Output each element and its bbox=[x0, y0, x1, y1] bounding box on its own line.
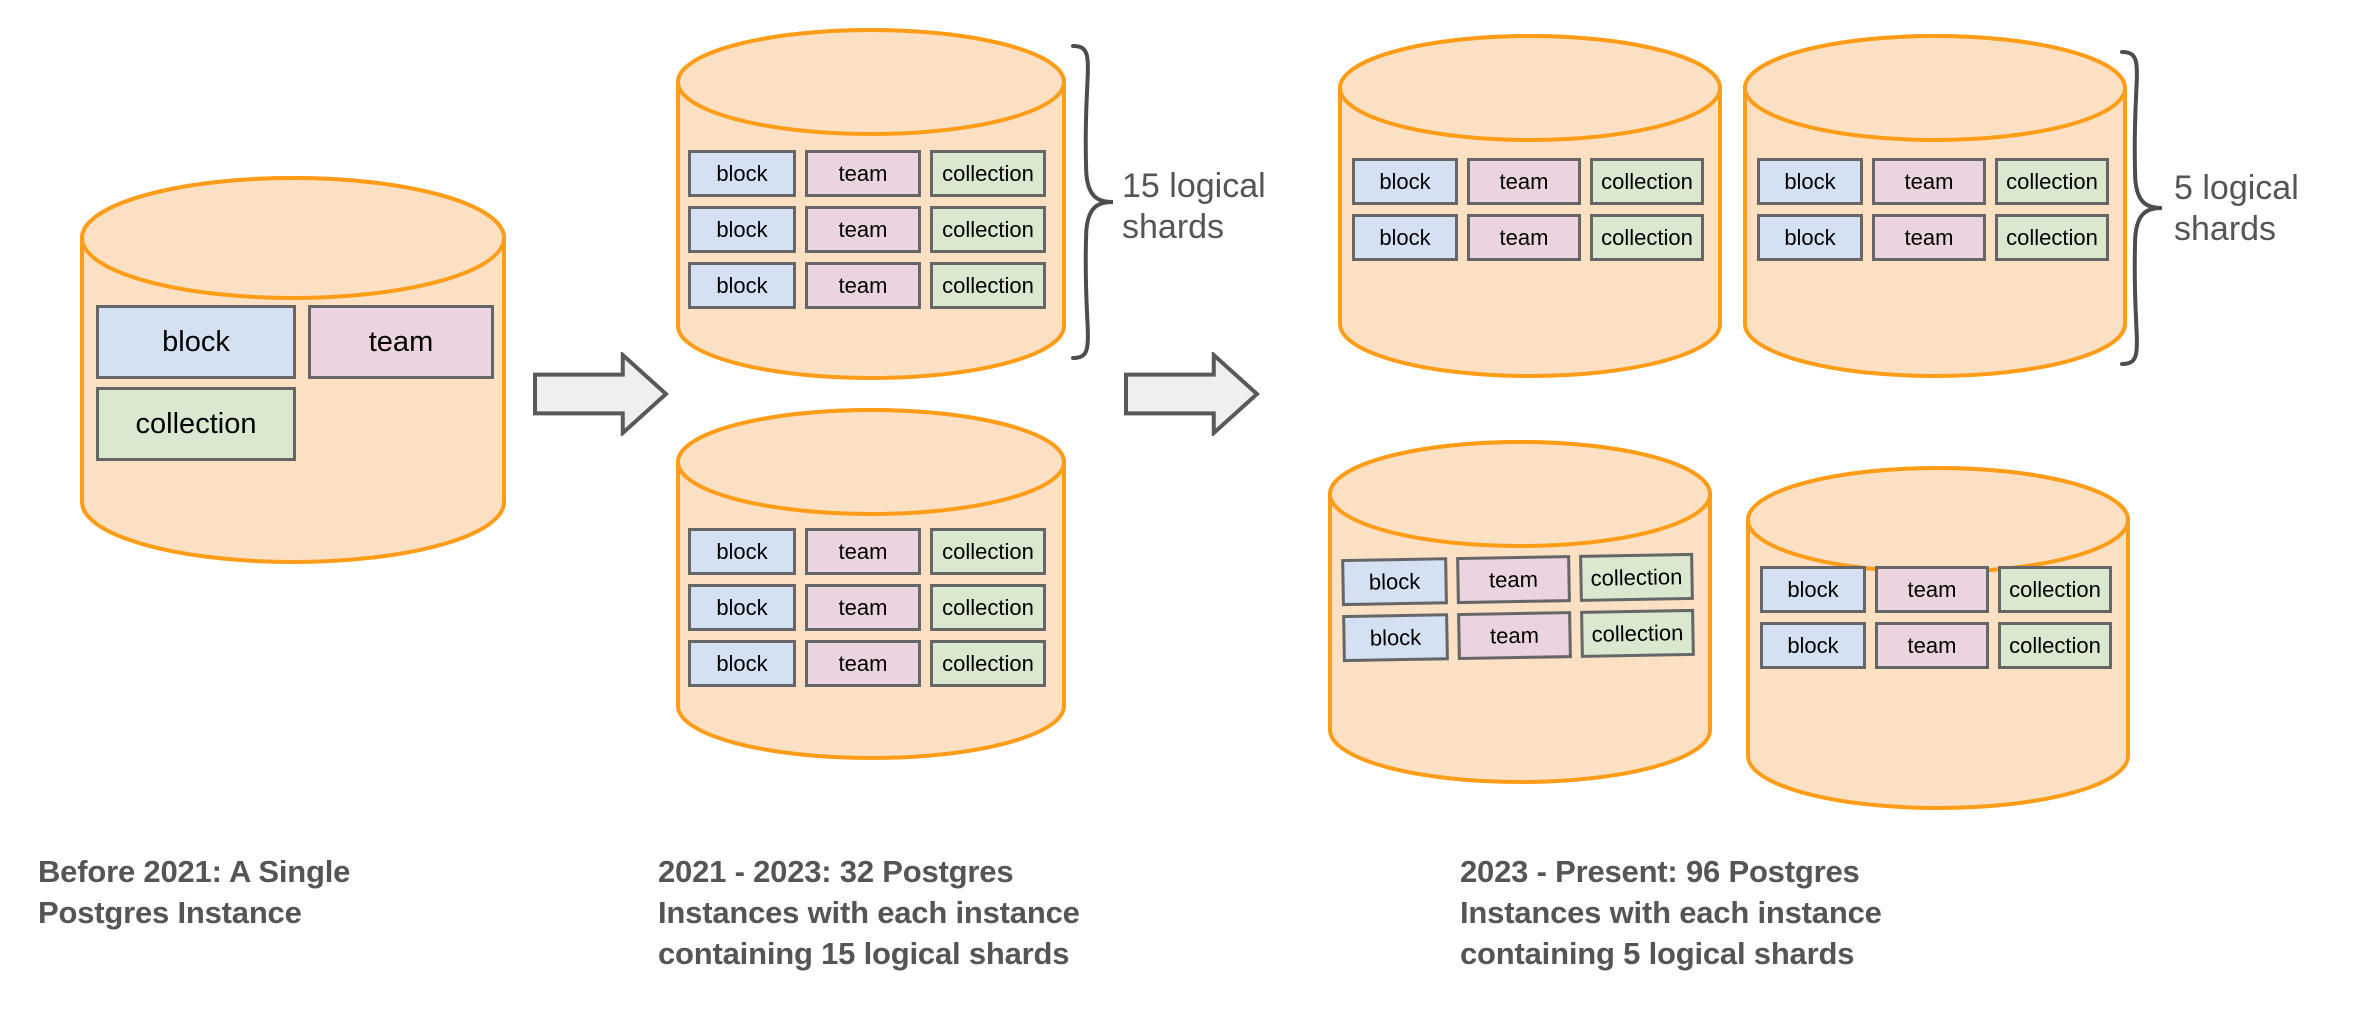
brace-label-5-shards-line-1: 5 logical bbox=[2174, 169, 2299, 207]
brace-label-15-shards-line-2: shards bbox=[1122, 208, 1225, 247]
shard-team[interactable]: team bbox=[805, 150, 921, 197]
shard-block[interactable]: block bbox=[1760, 566, 1866, 613]
shard-collection[interactable]: collection bbox=[930, 584, 1046, 631]
shard-team[interactable]: team bbox=[1467, 158, 1581, 205]
shard-team[interactable]: team bbox=[308, 305, 494, 379]
shard-block[interactable]: block bbox=[688, 262, 796, 309]
arrow-2 bbox=[1124, 350, 1260, 438]
shard-team[interactable]: team bbox=[1872, 158, 1986, 205]
shard-block[interactable]: block bbox=[1760, 622, 1866, 669]
shard-collection[interactable]: collection bbox=[930, 262, 1046, 309]
shard-collection[interactable]: collection bbox=[1590, 214, 1704, 261]
shard-team[interactable]: team bbox=[805, 584, 921, 631]
caption-stage-2-line-2: Instances with each instance bbox=[658, 894, 1080, 930]
shard-block[interactable]: block bbox=[1352, 158, 1458, 205]
shard-collection[interactable]: collection bbox=[1998, 622, 2112, 669]
brace-15-shards bbox=[1069, 42, 1117, 362]
shard-block[interactable]: block bbox=[1352, 214, 1458, 261]
shard-team[interactable]: team bbox=[1875, 566, 1989, 613]
shard-collection[interactable]: collection bbox=[1995, 158, 2109, 205]
shard-collection[interactable]: collection bbox=[930, 640, 1046, 687]
cylinder-shape bbox=[1743, 34, 2127, 378]
shard-block[interactable]: block bbox=[688, 528, 796, 575]
shard-collection[interactable]: collection bbox=[1579, 552, 1694, 602]
cylinder-shape bbox=[1746, 466, 2130, 810]
brace-label-15-shards-line-1: 15 logical bbox=[1122, 167, 1266, 205]
shard-collection[interactable]: collection bbox=[1998, 566, 2112, 613]
shard-team[interactable]: team bbox=[1875, 622, 1989, 669]
arrow-right-icon bbox=[533, 350, 669, 438]
shard-team[interactable]: team bbox=[805, 206, 921, 253]
shard-team[interactable]: team bbox=[805, 262, 921, 309]
shard-collection[interactable]: collection bbox=[1590, 158, 1704, 205]
shard-collection[interactable]: collection bbox=[930, 150, 1046, 197]
caption-stage-2-line-3: containing 15 logical shards bbox=[658, 935, 1070, 971]
brace-5-shards bbox=[2118, 48, 2166, 368]
curly-brace-icon bbox=[1071, 44, 1114, 360]
shard-row: collection bbox=[96, 387, 494, 461]
shard-team[interactable]: team bbox=[1467, 214, 1581, 261]
shard-collection[interactable]: collection bbox=[96, 387, 296, 461]
shard-collection[interactable]: collection bbox=[930, 206, 1046, 253]
caption-stage-1-line-1: Before 2021: A Single bbox=[38, 854, 351, 889]
brace-label-5-shards-line-2: shards bbox=[2174, 210, 2277, 249]
shard-block[interactable]: block bbox=[1341, 557, 1448, 607]
shard-collection[interactable]: collection bbox=[1580, 608, 1695, 658]
shard-team[interactable]: team bbox=[1456, 555, 1571, 605]
caption-stage-3-line-2: Instances with each instance bbox=[1460, 894, 1882, 930]
shard-team[interactable]: team bbox=[1872, 214, 1986, 261]
shard-block[interactable]: block bbox=[96, 305, 296, 379]
shard-team[interactable]: team bbox=[805, 640, 921, 687]
curly-brace-icon bbox=[2120, 50, 2163, 366]
caption-stage-2-line-1: 2021 - 2023: 32 Postgres bbox=[658, 854, 1014, 889]
shard-block[interactable]: block bbox=[1342, 613, 1449, 663]
shard-block[interactable]: block bbox=[688, 640, 796, 687]
shard-block[interactable]: block bbox=[1757, 214, 1863, 261]
caption-stage-3-line-1: 2023 - Present: 96 Postgres bbox=[1460, 854, 1860, 889]
cylinder-2023-top-left bbox=[1338, 34, 1722, 378]
arrow-right-icon bbox=[1124, 350, 1260, 438]
caption-stage-3-line-3: containing 5 logical shards bbox=[1460, 935, 1855, 971]
shard-collection[interactable]: collection bbox=[930, 528, 1046, 575]
shard-block[interactable]: block bbox=[1757, 158, 1863, 205]
shard-block[interactable]: block bbox=[688, 150, 796, 197]
cylinder-shape bbox=[1338, 34, 1722, 378]
shard-team[interactable]: team bbox=[1457, 611, 1572, 661]
shard-collection[interactable]: collection bbox=[1995, 214, 2109, 261]
cylinder-2023-bottom-right bbox=[1746, 466, 2130, 810]
shard-team[interactable]: team bbox=[805, 528, 921, 575]
caption-stage-1-line-2: Postgres Instance bbox=[38, 894, 302, 930]
shard-block[interactable]: block bbox=[688, 584, 796, 631]
arrow-1 bbox=[533, 350, 669, 438]
shard-block[interactable]: block bbox=[688, 206, 796, 253]
cylinder-2023-top-right bbox=[1743, 34, 2127, 378]
